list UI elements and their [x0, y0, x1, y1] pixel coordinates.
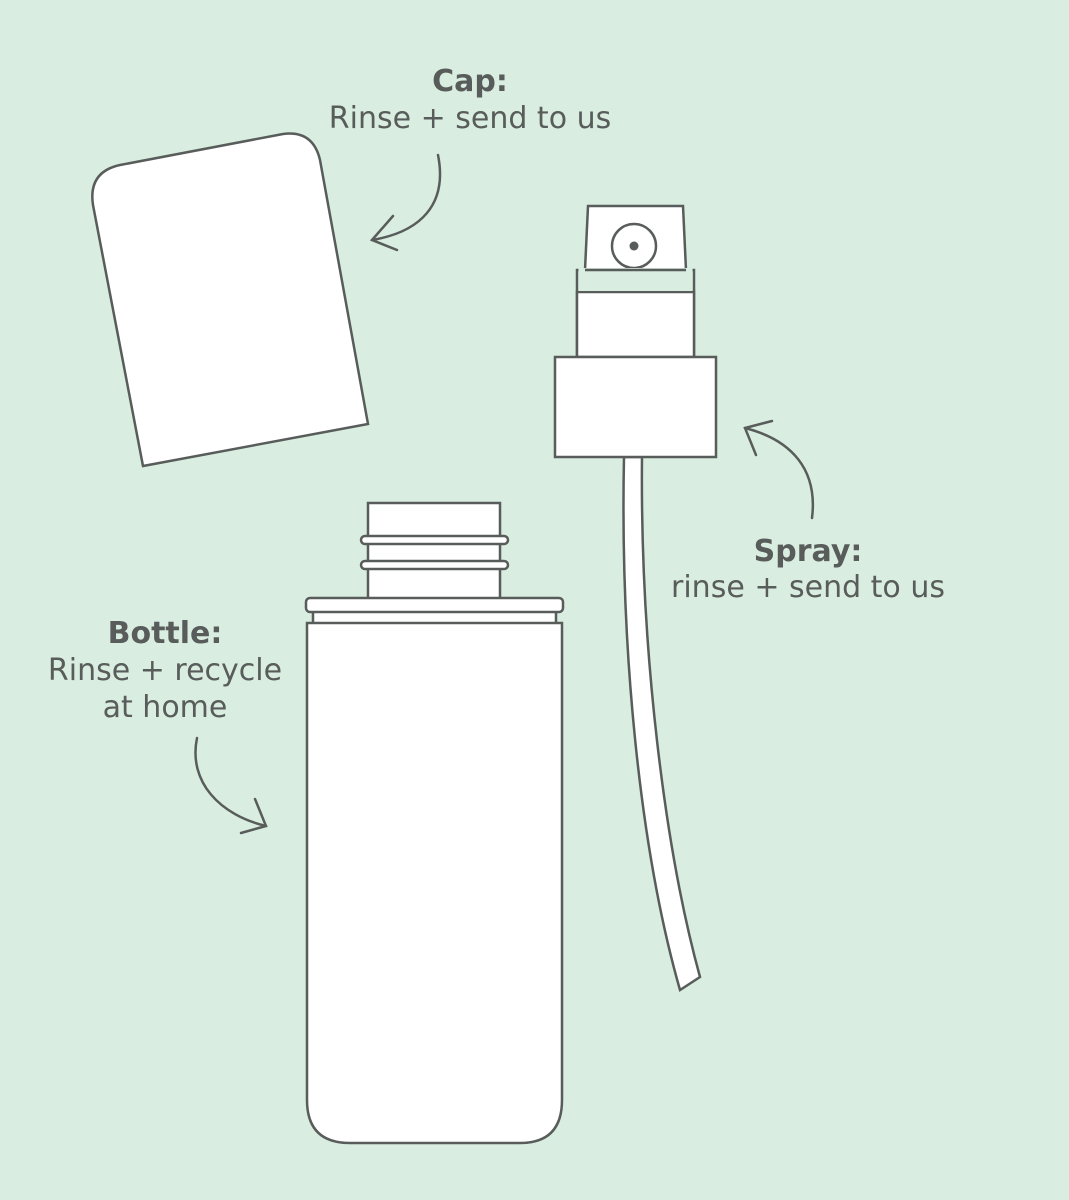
cap-illustration [91, 132, 370, 468]
cap-instruction: Rinse + send to us [329, 101, 611, 136]
bottle-arrow-icon [194, 736, 268, 835]
cap-title: Cap: [432, 64, 508, 99]
spray-instruction: rinse + send to us [671, 570, 945, 605]
bottle-instruction-line2: at home [103, 690, 228, 725]
bottle-title: Bottle: [108, 616, 223, 651]
cap-arrow-icon [369, 153, 442, 252]
spray-arrow-icon [743, 419, 815, 520]
bottle-illustration [304, 501, 565, 1145]
pump-base [553, 355, 718, 459]
bottle-instruction-line1: Rinse + recycle [48, 653, 282, 688]
spray-title: Spray: [754, 534, 863, 569]
